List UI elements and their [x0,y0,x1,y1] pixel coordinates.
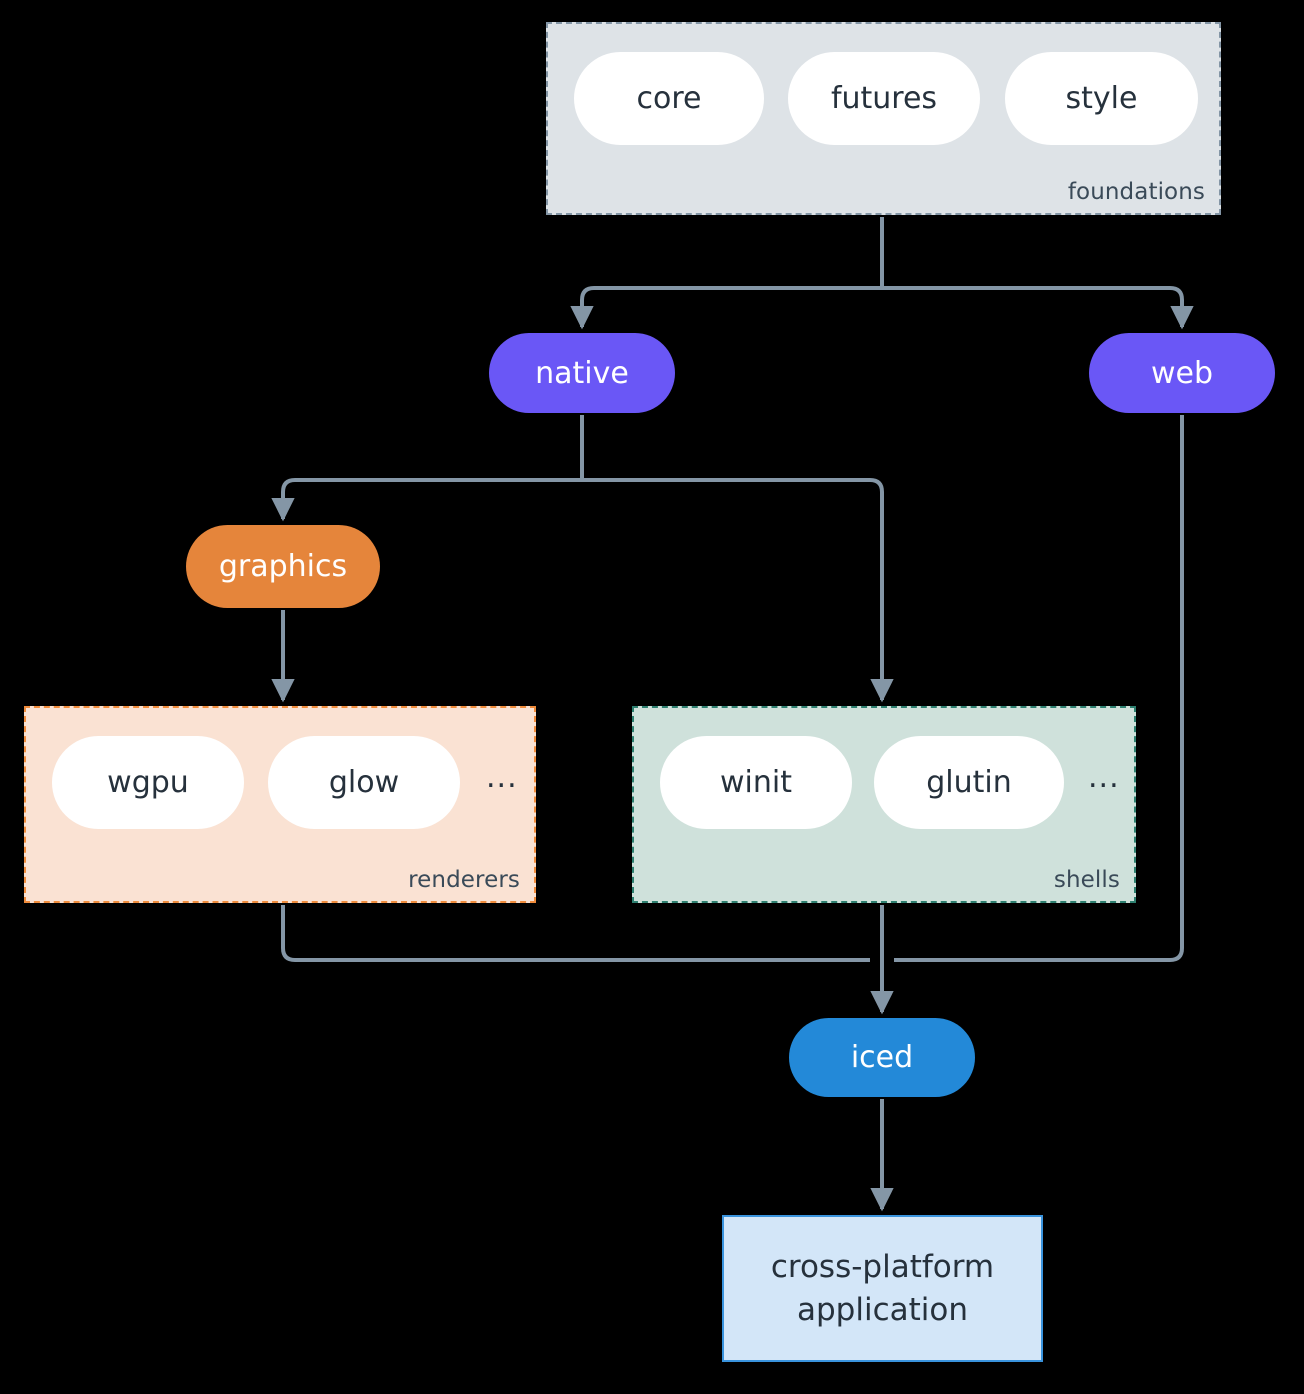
pill-futures-label: futures [830,81,938,116]
node-web[interactable]: web [1089,333,1275,413]
group-label-shells: shells [1053,867,1120,893]
node-native-label: native [535,355,629,391]
group-shells: winit glutin ... shells [632,706,1136,903]
renderers-pill-row: wgpu glow ... [52,736,518,829]
group-renderers: wgpu glow ... renderers [24,706,536,903]
pill-winit-label: winit [720,765,792,800]
edge-web-to-iced [894,415,1184,962]
renderers-ellipsis: ... [486,759,518,795]
edge-native-to-graphics [271,478,582,522]
edge-foundations-to-web [882,286,1194,330]
node-web-label: web [1150,355,1214,391]
group-label-foundations: foundations [1067,179,1205,205]
pill-glutin-label: glutin [926,765,1012,800]
edge-foundations-to-native [570,286,882,330]
pill-glow[interactable]: glow [268,736,460,829]
node-app-line2: application [797,1291,968,1328]
pill-glutin[interactable]: glutin [874,736,1064,829]
node-cross-platform-application[interactable]: cross-platform application [722,1215,1043,1362]
node-app-line1: cross-platform [770,1248,995,1285]
pill-wgpu[interactable]: wgpu [52,736,244,829]
pill-wgpu-label: wgpu [107,765,189,800]
pill-glow-label: glow [328,765,400,800]
pill-style[interactable]: style [1005,52,1198,145]
pill-futures[interactable]: futures [788,52,980,145]
shells-pill-row: winit glutin ... [660,736,1120,829]
pill-core-label: core [636,81,702,116]
group-foundations: core futures style foundations [546,22,1221,215]
node-graphics[interactable]: graphics [186,525,380,608]
edge-renderers-to-iced [281,905,870,962]
foundations-pill-row: core futures style [574,52,1198,145]
shells-ellipsis: ... [1088,759,1120,795]
node-graphics-label: graphics [218,549,348,584]
node-native[interactable]: native [489,333,675,413]
node-iced[interactable]: iced [789,1018,975,1097]
edge-native-to-shells [582,478,894,703]
group-label-renderers: renderers [408,867,520,893]
pill-winit[interactable]: winit [660,736,852,829]
pill-style-label: style [1065,81,1138,116]
node-iced-label: iced [850,1040,914,1075]
pill-core[interactable]: core [574,52,764,145]
